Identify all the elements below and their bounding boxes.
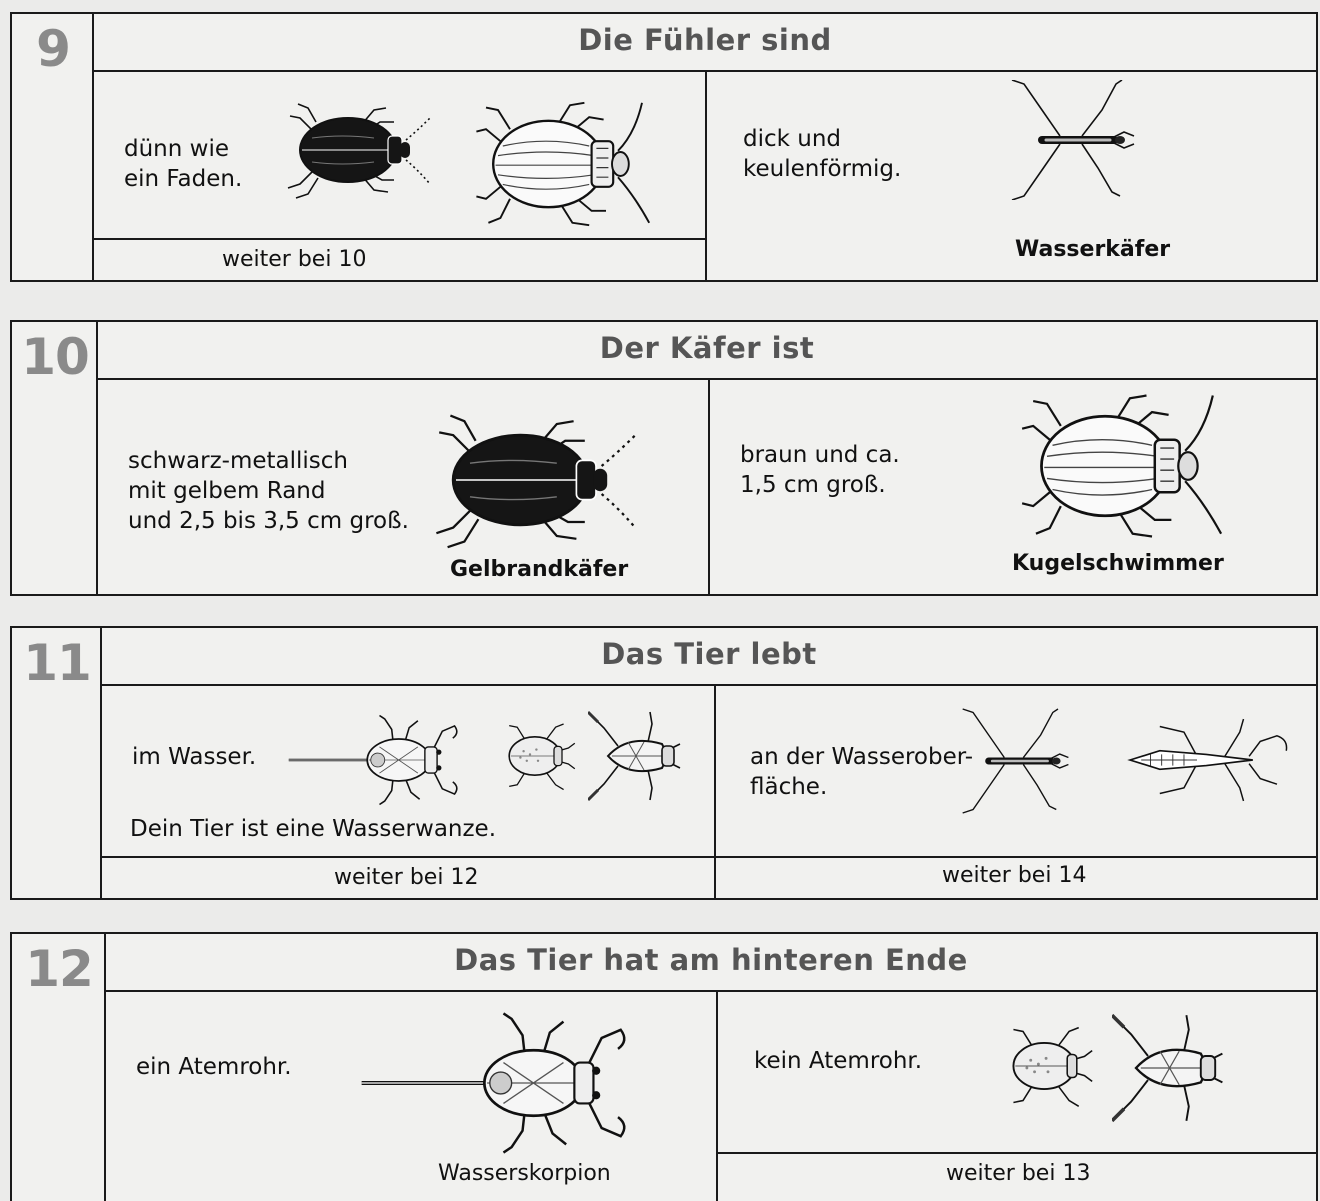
option-footer: weiter bei 13 — [718, 1152, 1316, 1194]
creeping-water-bug-icon — [498, 716, 578, 796]
question-text: Der Käfer ist — [98, 331, 1316, 365]
question-text: Die Fühler sind — [94, 23, 1316, 57]
water-measurer-icon — [1104, 712, 1290, 808]
option-right[interactable]: braun und ca. 1,5 cm groß. Kugelschwimme… — [710, 380, 1316, 594]
option-left[interactable]: dünn wie ein Faden. weiter bei 10 — [94, 72, 707, 280]
question-header: Das Tier hat am hinteren Ende — [106, 934, 1316, 992]
key-card-11: 11 Das Tier lebt im Wasser. Dein Tier is… — [10, 626, 1318, 900]
option-text: braun und ca. 1,5 cm groß. — [740, 440, 900, 500]
step-number-column: 9 — [12, 14, 94, 280]
backswimmer-icon — [1112, 1008, 1232, 1128]
question-text: Das Tier lebt — [102, 637, 1316, 671]
option-footer: weiter bei 12 — [102, 856, 714, 898]
key-card-9: 9 Die Fühler sind dünn wie ein Faden. we… — [10, 12, 1318, 282]
step-number-column: 12 — [12, 934, 106, 1201]
result-label: Wasserskorpion — [438, 1160, 611, 1188]
option-text: ein Atemrohr. — [136, 1052, 292, 1082]
option-right[interactable]: an der Wasserober- fläche. weiter bei 14 — [716, 686, 1316, 898]
result-note: Dein Tier ist eine Wasserwanze. — [130, 814, 496, 844]
option-left[interactable]: schwarz-metallisch mit gelbem Rand und 2… — [98, 380, 710, 594]
option-right[interactable]: dick und keulenförmig. Wasserkäfer — [707, 72, 1316, 280]
result-label: Wasserkäfer — [1015, 236, 1170, 264]
creeping-water-bug-icon — [1000, 1018, 1096, 1114]
option-text: dick und keulenförmig. — [743, 124, 901, 184]
key-card-10: 10 Der Käfer ist schwarz-metallisch mit … — [10, 320, 1318, 596]
option-text: schwarz-metallisch mit gelbem Rand und 2… — [128, 446, 409, 536]
water-strider-icon — [954, 696, 1084, 826]
next-step-link[interactable]: weiter bei 10 — [222, 246, 366, 274]
water-scorpion-icon — [286, 712, 466, 808]
next-step-link[interactable]: weiter bei 14 — [942, 862, 1086, 890]
water-strider-icon — [1002, 80, 1152, 200]
diving-beetle-icon — [282, 100, 432, 200]
question-header: Das Tier lebt — [102, 628, 1316, 686]
option-footer: weiter bei 10 — [94, 238, 705, 280]
step-number: 12 — [12, 940, 106, 998]
step-number-column: 11 — [12, 628, 102, 898]
great-diving-beetle-icon — [428, 410, 638, 550]
step-number-column: 10 — [12, 322, 98, 594]
key-card-12: 12 Das Tier hat am hinteren Ende ein Ate… — [10, 932, 1318, 1201]
backswimmer-icon — [588, 706, 688, 806]
water-scorpion-icon — [348, 1008, 648, 1158]
result-label: Kugelschwimmer — [1012, 550, 1224, 578]
option-footer: weiter bei 14 — [716, 856, 1316, 898]
option-text: an der Wasserober- fläche. — [750, 742, 973, 802]
option-left[interactable]: ein Atemrohr. Wasserskorpion — [106, 992, 718, 1201]
option-right[interactable]: kein Atemrohr. weiter bei 13 — [718, 992, 1316, 1201]
next-step-link[interactable]: weiter bei 13 — [946, 1160, 1090, 1188]
option-left[interactable]: im Wasser. Dein Tier ist eine Wasserwanz… — [102, 686, 716, 898]
question-header: Die Fühler sind — [94, 14, 1316, 72]
option-text: dünn wie ein Faden. — [124, 134, 242, 194]
step-number: 11 — [12, 634, 102, 692]
step-number: 9 — [12, 20, 94, 78]
result-label: Gelbrandkäfer — [450, 556, 628, 584]
option-text: kein Atemrohr. — [754, 1046, 922, 1076]
question-text: Das Tier hat am hinteren Ende — [106, 943, 1316, 977]
water-beetle-icon — [474, 98, 654, 230]
next-step-link[interactable]: weiter bei 12 — [334, 864, 478, 892]
round-swimmer-beetle-icon — [1018, 390, 1228, 542]
option-text: im Wasser. — [132, 742, 256, 772]
step-number: 10 — [12, 328, 98, 386]
question-header: Der Käfer ist — [98, 322, 1316, 380]
